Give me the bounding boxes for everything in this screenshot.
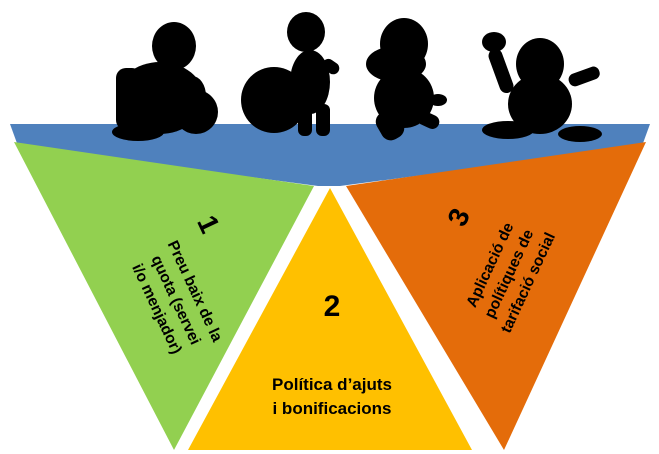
child-silhouette-1 — [112, 22, 206, 141]
segment-2-number: 2 — [324, 290, 341, 323]
segment-2-label-line-2: i bonificacions — [272, 399, 391, 418]
children-silhouettes — [112, 12, 602, 142]
segment-1-triangle — [14, 142, 314, 450]
child-silhouette-3 — [366, 18, 447, 141]
segment-2-triangle — [188, 188, 472, 450]
top-band — [10, 124, 650, 186]
child-silhouette-2 — [174, 12, 340, 136]
segment-2-label-line-1: Política d’ajuts — [272, 375, 392, 394]
segment-3-triangle — [346, 142, 646, 450]
child-silhouette-4 — [482, 32, 602, 142]
